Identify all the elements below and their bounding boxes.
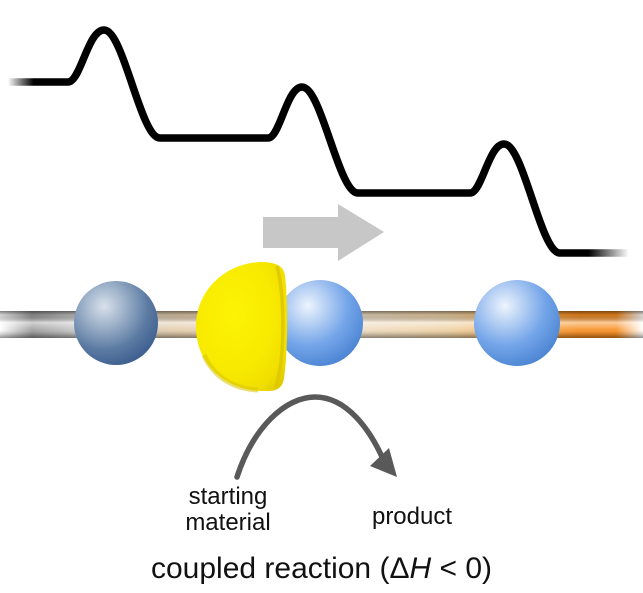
substrate-sphere (74, 281, 158, 365)
machine-dome (196, 262, 288, 392)
machine-rim-highlight (274, 265, 285, 388)
product-label: product (342, 504, 482, 530)
energy-curve (8, 26, 628, 257)
direction-arrow-icon (263, 204, 384, 261)
machine-bottom-shade (201, 353, 259, 393)
bound-product-sphere (277, 280, 363, 366)
starting-material-line1: starting (188, 483, 268, 510)
caption-suffix: < 0) (431, 552, 493, 585)
product-label-text: product (371, 503, 453, 530)
caption-prefix: coupled reaction (Δ (150, 552, 410, 585)
reaction-arrowhead-icon (370, 448, 397, 477)
figure-caption: coupled reaction (ΔH < 0) (0, 552, 643, 586)
caption-italic-variable: H (409, 552, 432, 585)
released-product-sphere (474, 280, 560, 366)
starting-material-line2: material (185, 508, 271, 536)
reaction-arrow (234, 394, 386, 480)
